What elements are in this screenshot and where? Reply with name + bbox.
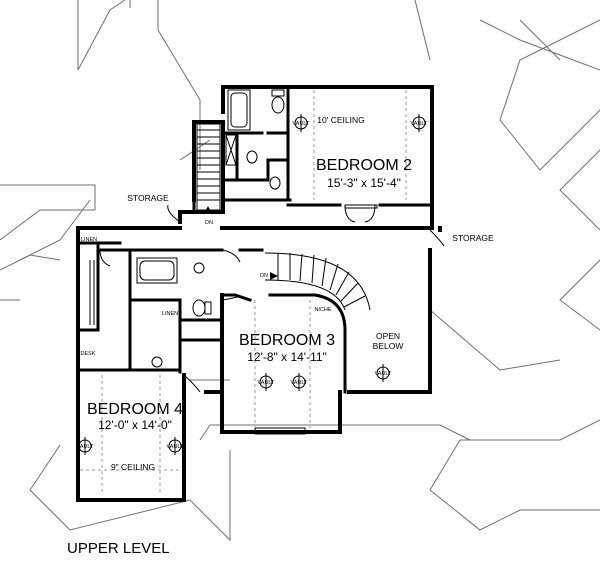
bath-fixtures <box>89 89 285 368</box>
doors <box>99 204 445 435</box>
bedroom2-ceiling-label: 10' CEILING <box>317 115 364 125</box>
vault-label: VAULT <box>291 380 309 386</box>
bedroom4-size: 12'-0" x 14'-0" <box>98 418 172 432</box>
bedroom2-name: BEDROOM 2 <box>316 157 412 174</box>
bedroom4-ceiling-label: 9" CEILING <box>111 462 155 472</box>
bedroom3-size: 12'-8" x 14'-11" <box>247 350 327 364</box>
open-below-label-2: BELOW <box>373 341 404 351</box>
vault-symbols <box>78 114 426 455</box>
vault-icon <box>259 373 273 391</box>
open-below-label-1: OPEN <box>376 331 400 341</box>
bedroom3-name: BEDROOM 3 <box>239 332 335 349</box>
vault-label: VAULT <box>167 444 185 450</box>
linen-bath-label: LINEN <box>162 311 178 317</box>
bedroom4-name: BEDROOM 4 <box>87 401 183 418</box>
stairs-left <box>196 123 221 214</box>
vault-icon <box>376 364 390 382</box>
vault-icon <box>168 437 182 455</box>
labels: 10' CEILING BEDROOM 2 15'-3" x 15'-4" BE… <box>67 115 494 557</box>
vault-icon <box>294 114 308 132</box>
storage-left-label: STORAGE <box>127 193 169 203</box>
vault-label: VAULT <box>375 371 393 377</box>
bedroom2-size: 15'-3" x 15'-4" <box>327 176 401 190</box>
vault-label: VAULT <box>411 121 429 127</box>
storage-right-label: STORAGE <box>452 233 494 243</box>
stairs-curved <box>264 252 371 311</box>
exterior-walls <box>76 85 442 502</box>
vault-icon <box>412 114 426 132</box>
vault-label: VAULT <box>258 380 276 386</box>
interior-walls <box>76 85 434 394</box>
vault-label: VAULT <box>293 121 311 127</box>
desk-label: DESK <box>81 351 96 357</box>
linen-top-label: LINEN <box>81 237 97 243</box>
vault-label: VAULT <box>77 444 95 450</box>
vault-icon <box>78 437 92 455</box>
plan-title: UPPER LEVEL <box>67 540 170 557</box>
dn-left-label: DN <box>205 220 213 226</box>
dn-stair-label: DN <box>260 273 268 279</box>
ceiling-lines <box>80 90 407 495</box>
niche-label: NICHE <box>314 307 331 313</box>
vault-icon <box>292 373 306 391</box>
